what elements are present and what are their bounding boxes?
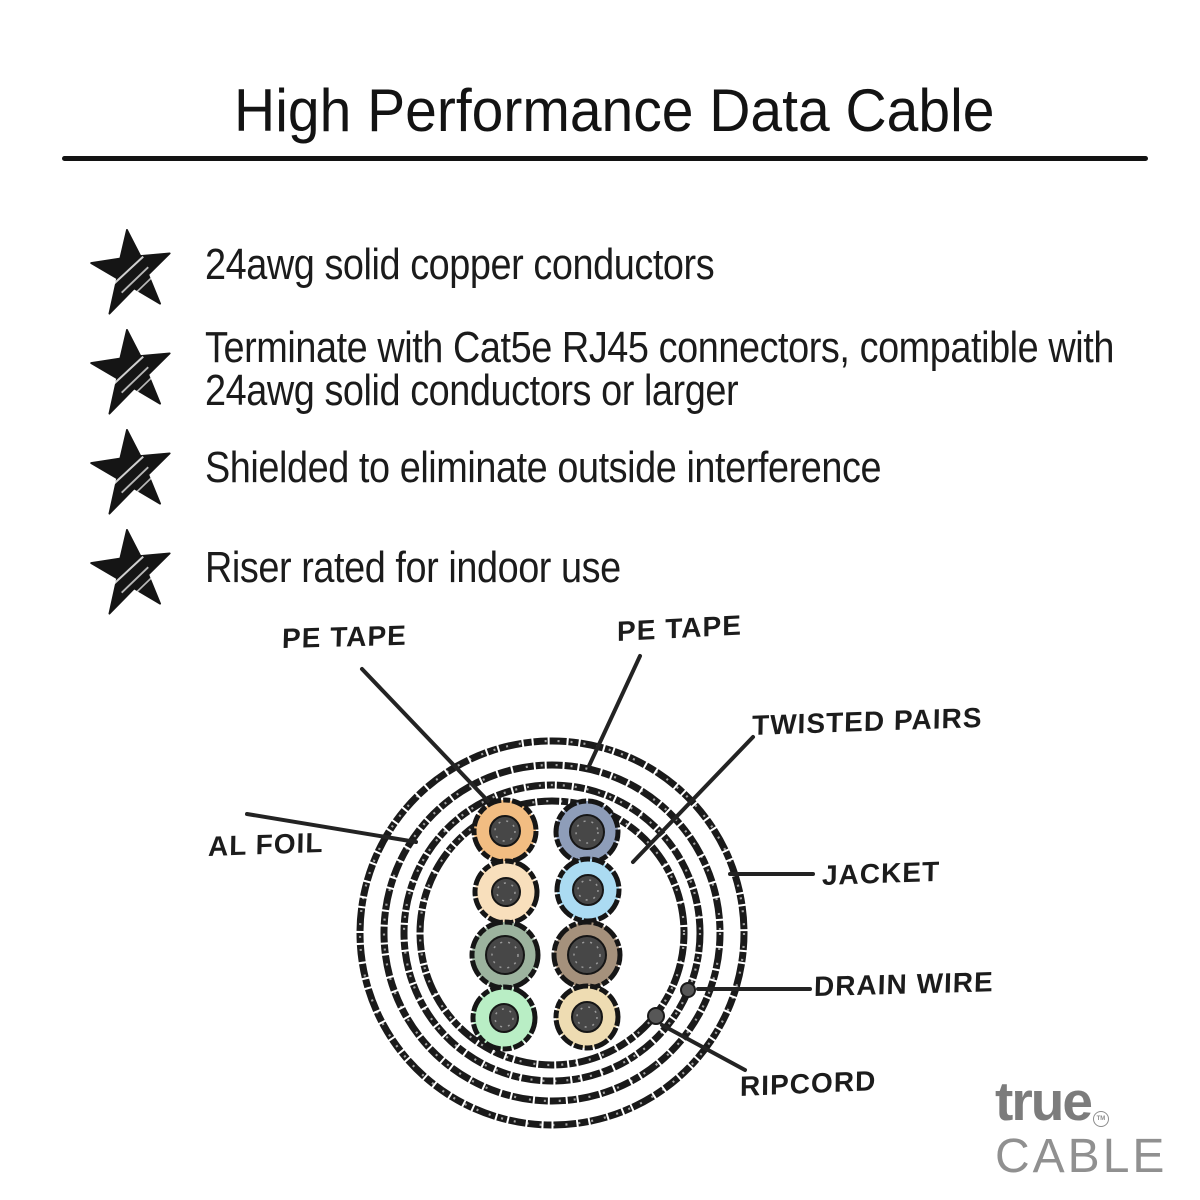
- leader-twisted-pairs: [631, 735, 755, 864]
- conductor: [569, 814, 605, 850]
- sketch-star-icon: [90, 328, 171, 415]
- pe-tape-inner-ring: [416, 797, 688, 1069]
- conductor: [491, 877, 521, 907]
- conductor: [572, 874, 604, 906]
- sketch-star-icon: [90, 228, 171, 315]
- feature-item: Riser rated for indoor use: [205, 543, 621, 592]
- conductor: [485, 935, 525, 975]
- label-drain-wire: DRAIN WIRE: [813, 966, 995, 1002]
- conductor: [571, 1001, 603, 1033]
- label-pe-tape-left: PE TAPE: [281, 619, 408, 654]
- sketch-star-icon: [90, 528, 171, 615]
- ripcord-dot: [647, 1007, 665, 1025]
- leader-al-foil: [245, 812, 418, 844]
- label-ripcord: RIPCORD: [739, 1065, 877, 1102]
- label-jacket: JACKET: [821, 855, 941, 891]
- feature-item: Shielded to eliminate outside interferen…: [205, 443, 882, 492]
- feature-item: 24awg solid copper conductors: [205, 240, 715, 289]
- label-pe-tape-top: PE TAPE: [617, 609, 742, 647]
- al-foil-ring: [380, 761, 724, 1105]
- title-underline: [62, 156, 1148, 161]
- leader-pe-tape-left: [360, 667, 490, 803]
- trademark-icon: TM: [1092, 1111, 1109, 1127]
- leader-ripcord: [660, 1023, 747, 1072]
- leader-pe-tape-top: [587, 654, 642, 768]
- page-title: High Performance Data Cable: [234, 77, 995, 144]
- brand-logo-true: true: [995, 1070, 1093, 1132]
- conductor: [489, 1003, 519, 1033]
- pe-tape-ring: [400, 781, 704, 1085]
- conductor: [489, 815, 521, 847]
- feature-item: Terminate with Cat5e RJ45 connectors, co…: [205, 323, 1114, 415]
- drain-wire-dot: [680, 982, 696, 998]
- label-al-foil: AL FOIL: [207, 826, 324, 862]
- sketch-star-icon: [90, 428, 171, 515]
- conductor: [567, 935, 607, 975]
- brand-logo-cable: CABLE: [995, 1130, 1168, 1183]
